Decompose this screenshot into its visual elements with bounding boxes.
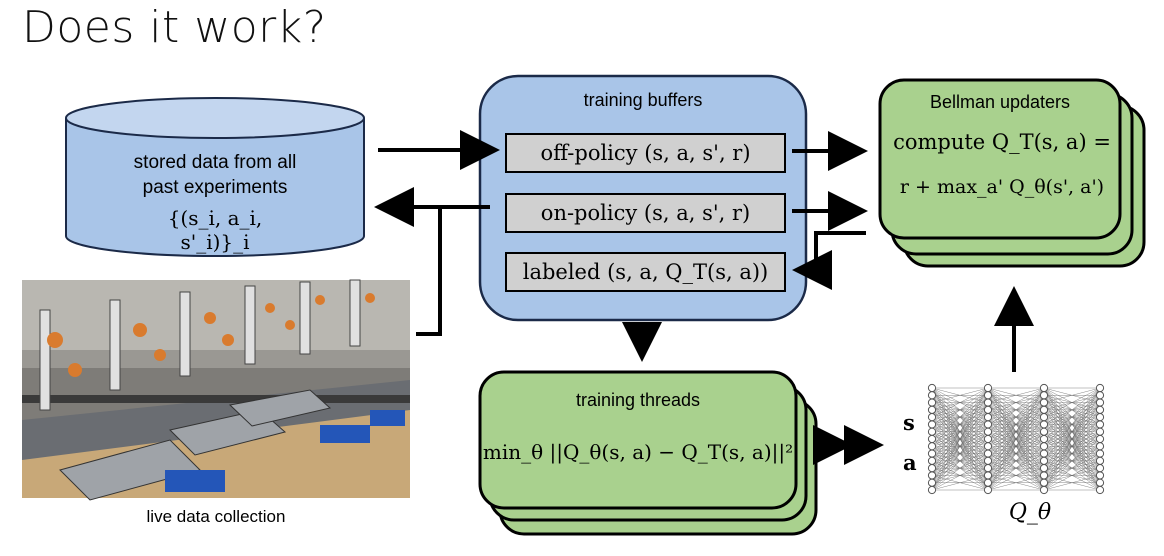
network-node [1095,456,1105,465]
slide-title: Does it work? [22,2,327,53]
network-node [1039,391,1049,400]
network-node [1095,391,1105,400]
q-network-nodes [927,383,1105,495]
network-node [927,456,937,465]
arrow-bellman-to-labeled [792,231,866,290]
robot-lab-photo [22,279,410,501]
stored-data-formula: {(s_i, a_i, s'_i)}_i [167,206,263,254]
network-node [1039,478,1049,487]
network-node [927,434,937,444]
off-policy-buffer: off-policy (s, a, s', r) [505,133,786,173]
network-node [983,434,993,444]
network-node [927,391,937,400]
network-node [1095,383,1105,393]
network-node [1039,405,1049,414]
arrow-photo-to-onpolicy [416,207,442,336]
bellman-updaters-stack [878,78,1146,268]
network-node [927,398,937,407]
network-node [1095,478,1105,487]
network-node [1039,442,1049,451]
training-buffers-title: training buffers [583,90,703,110]
on-policy-buffer: on-policy (s, a, s', r) [505,193,786,233]
network-node [927,464,937,473]
network-node [983,442,993,451]
network-node [983,383,993,393]
network-node [1039,485,1049,495]
network-node [983,456,993,465]
network-node [983,478,993,487]
network-node [927,449,937,458]
network-node [983,391,993,400]
network-node [983,471,993,480]
network-node [1095,471,1105,480]
network-node [1039,471,1049,480]
training-threads-title: training threads [575,390,701,410]
network-node [1095,413,1105,422]
network-node [983,449,993,458]
network-node [1039,449,1049,458]
network-node [983,413,993,422]
network-node [1095,405,1105,414]
network-label: Q_θ [1008,500,1052,525]
network-node [1039,464,1049,473]
network-node [927,413,937,422]
photo-caption: live data collection [146,507,286,526]
network-node [983,464,993,473]
network-node [1095,420,1105,429]
network-node [983,427,993,436]
bellman-title: Bellman updaters [929,92,1071,112]
network-node [927,478,937,487]
network-node [1039,413,1049,422]
network-node [927,485,937,495]
network-node [1095,434,1105,444]
stored-data-line1: stored data from all [133,152,297,173]
network-node [1095,398,1105,407]
network-node [1039,456,1049,465]
network-input-a: a [903,450,917,475]
network-node [1095,485,1105,495]
network-node [983,398,993,407]
network-node [927,427,937,436]
bellman-line2: r + max_a' Q_θ(s', a') [899,176,1105,198]
network-node [1039,383,1049,393]
network-node [1095,464,1105,473]
network-node [983,420,993,429]
network-node [1039,427,1049,436]
network-node [983,485,993,495]
network-node [927,420,937,429]
network-node [1095,427,1105,436]
network-node [1095,449,1105,458]
labeled-buffer: labeled (s, a, Q_T(s, a)) [505,252,786,292]
bellman-line1: compute Q_T(s, a) = [893,130,1111,154]
network-node [927,383,937,393]
network-node [983,405,993,414]
training-threads-stack [478,370,818,536]
stored-data-cylinder [65,97,365,257]
network-node [927,405,937,414]
network-node [1039,420,1049,429]
network-node [1039,434,1049,444]
network-node [927,442,937,451]
training-threads-formula: min_θ ||Q_θ(s, a) − Q_T(s, a)||² [482,440,794,464]
q-network-graph [931,387,1101,491]
network-node [927,471,937,480]
network-node [1095,442,1105,451]
stored-data-line2: past experiments [142,177,288,198]
network-input-s: s [903,410,915,435]
network-node [1039,398,1049,407]
